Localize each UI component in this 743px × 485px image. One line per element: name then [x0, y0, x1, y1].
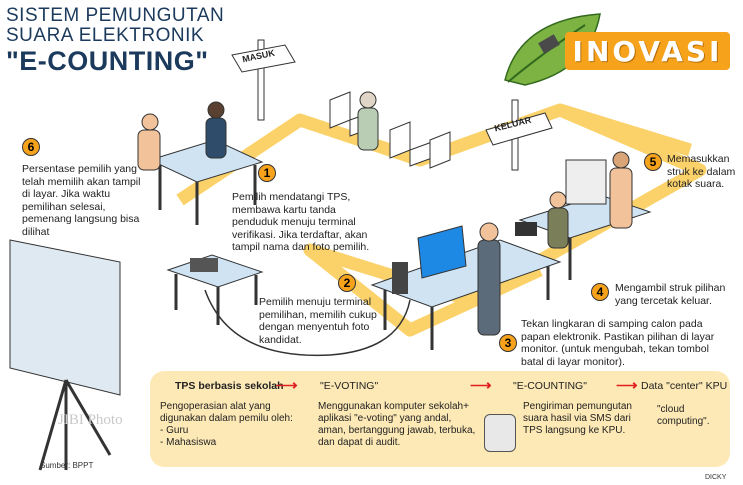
cable [204, 289, 411, 357]
flow-step-4-head: Data "center" KPU [641, 380, 728, 392]
step-1-text: Pemilih mendatangi TPS, membawa kartu ta… [232, 191, 370, 253]
flow-step-2-head: "E-VOTING" [320, 380, 379, 392]
flow-step-2-body: Menggunakan komputer sekolah+ aplikasi "… [318, 401, 476, 448]
flow-panel [150, 371, 730, 467]
seated-woman [357, 91, 379, 151]
step-5-badge: 5 [644, 153, 662, 171]
flow-arrow-3: ⟶ [616, 377, 638, 394]
step-3-text: Tekan lingkaran di samping calon pada pa… [521, 318, 715, 368]
step-4-text: Mengambil struk pilihan yang tercetak ke… [615, 282, 726, 307]
step-3-badge: 3 [499, 334, 517, 352]
flow-step-1-body: Pengoperasian alat yang digunakan dalam … [160, 401, 293, 448]
voter-figure-seated [205, 101, 227, 159]
leaf-logo [504, 13, 601, 86]
projector-table [166, 254, 264, 325]
step-6-text: Persentase pemilih yang telah memilih ak… [22, 163, 141, 238]
step-4-badge: 4 [591, 283, 609, 301]
flow-step-1-head: TPS berbasis sekolah [175, 380, 284, 392]
ballot-box [565, 159, 607, 205]
step-6-badge: 6 [22, 138, 40, 156]
step-5-text: Memasukkan struk ke dalam kotak suara. [667, 153, 736, 190]
credit-label: DICKY [705, 474, 727, 481]
title-line-1: SISTEM PEMUNGUTAN [6, 5, 225, 26]
step-1-badge: 1 [258, 164, 276, 182]
inovasi-badge: INOVASI [565, 32, 730, 70]
phone-icon [484, 414, 516, 452]
flow-step-3-body: Pengiriman pemungutan suara hasil via SM… [523, 401, 632, 436]
voter-figure-standing [477, 222, 501, 336]
title-block: SISTEM PEMUNGUTAN SUARA ELEKTRONIK "E-CO… [6, 6, 224, 77]
officer-figure [137, 113, 161, 171]
flow-step-3-head: "E-COUNTING" [513, 380, 587, 392]
watermark: JIBI Photo [58, 412, 123, 428]
flow-arrow-1: ⟶ [276, 377, 298, 394]
verification-table [148, 139, 264, 225]
flow-arrow-2: ⟶ [470, 377, 492, 394]
title-line-2: SUARA ELEKTRONIK [6, 25, 205, 46]
chairs [329, 91, 451, 169]
sign-masuk [231, 39, 296, 121]
step-2-badge: 2 [338, 274, 356, 292]
source-label: Sumber: BPPT [40, 461, 94, 470]
projection-screen [9, 239, 121, 471]
sign-keluar [485, 99, 553, 171]
flow-step-4-body: "cloud computing". [657, 404, 710, 427]
voting-table [370, 225, 562, 350]
officer-figure-right [609, 151, 633, 229]
voter-figure-printer [547, 191, 569, 249]
step-2-text: Pemilih menuju terminal pemilihan, memil… [259, 296, 377, 346]
title-line-3: "E-COUNTING" [6, 46, 209, 76]
